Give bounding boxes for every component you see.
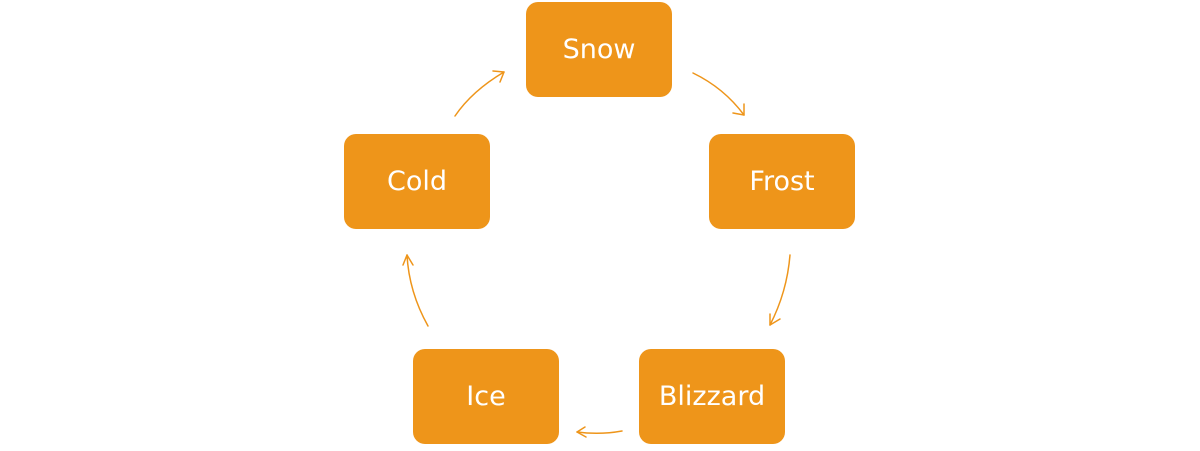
node-snow: Snow (526, 2, 672, 97)
node-label-ice: Ice (466, 381, 506, 412)
node-label-blizzard: Blizzard (658, 381, 766, 412)
node-blizzard: Blizzard (639, 349, 785, 444)
node-label-snow: Snow (562, 34, 636, 65)
arrow-frost-to-blizzard (769, 254, 791, 326)
arrow-ice-to-cold (402, 254, 429, 327)
arrow-cold-to-snow (454, 70, 505, 117)
node-cold: Cold (344, 134, 490, 229)
node-label-frost: Frost (749, 166, 815, 197)
node-frost: Frost (709, 134, 855, 229)
node-label-cold: Cold (386, 166, 447, 197)
node-ice: Ice (413, 349, 559, 444)
arrow-snow-to-frost (692, 72, 745, 116)
arrow-blizzard-to-ice (576, 426, 623, 438)
